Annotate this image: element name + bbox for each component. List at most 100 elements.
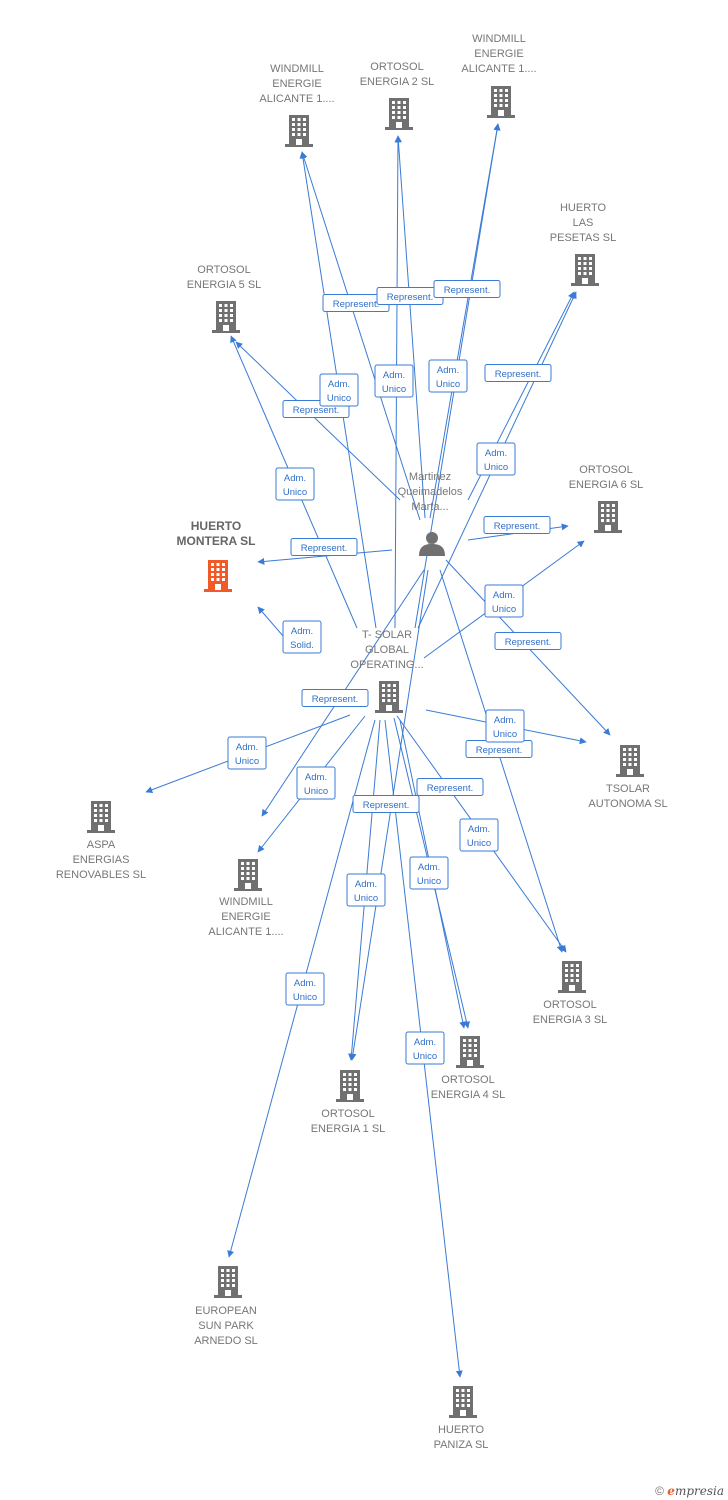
edge-label[interactable]: Represent. <box>301 689 369 707</box>
edge-label[interactable]: Represent. <box>483 516 551 534</box>
copyright-symbol: © <box>655 1484 664 1498</box>
building-icon <box>616 745 644 777</box>
edge-label[interactable]: Represent. <box>290 538 358 556</box>
edge-label[interactable]: Adm.Unico <box>484 584 524 618</box>
node-label: ENERGIA 4 SL <box>431 1089 506 1101</box>
edge-label[interactable]: Adm.Unico <box>275 467 315 501</box>
edge-label-text: Represent. <box>293 405 339 416</box>
edge-label[interactable]: Represent. <box>484 364 552 382</box>
node-label: AUTONOMA SL <box>588 798 667 810</box>
building-icon <box>204 560 232 592</box>
edge-label-box <box>485 709 525 743</box>
edge-label[interactable]: Adm.Unico <box>227 736 267 770</box>
node-tsolar[interactable]: T- SOLARGLOBALOPERATING... <box>350 629 424 713</box>
edge-label-box <box>282 620 322 654</box>
edge-label[interactable]: Represent. <box>465 740 533 758</box>
brand-logo[interactable]: empresia <box>667 1484 724 1498</box>
edge-label-box <box>352 795 420 813</box>
edge-label-text: Adm. <box>468 824 490 835</box>
brand-rest: mpresia <box>674 1484 724 1498</box>
edge-label-text: Solid. <box>290 640 314 651</box>
edge-label-box <box>484 584 524 618</box>
edge-label-box <box>459 818 499 852</box>
node-label: ALICANTE 1.... <box>461 63 536 75</box>
edge-label-text: Represent. <box>476 745 522 756</box>
edge-label-text: Represent. <box>363 800 409 811</box>
edge-label-box <box>374 364 414 398</box>
edge-label-box <box>428 359 468 393</box>
edge-label[interactable]: Adm.Unico <box>319 373 359 407</box>
edge-labels-layer: Represent.Represent.Represent.Represent.… <box>227 280 562 1065</box>
building-icon <box>336 1070 364 1102</box>
edge-label-box <box>416 778 484 796</box>
node-label: Martinez <box>409 471 451 483</box>
node-label: ENERGIA 2 SL <box>360 76 435 88</box>
node-label: EUROPEAN <box>195 1305 257 1317</box>
edge-label-text: Unico <box>436 379 460 390</box>
edge-label-box <box>484 364 552 382</box>
edge-label[interactable]: Adm.Unico <box>459 818 499 852</box>
node-label: ORTOSOL <box>197 264 250 276</box>
node-wm1b[interactable]: WINDMILL ENERGIE ALICANTE 1.... <box>461 33 537 118</box>
edge-label[interactable]: Adm.Unico <box>346 873 386 907</box>
edge-label-text: Unico <box>484 462 508 473</box>
node-label: WINDMILL <box>219 896 273 908</box>
node-label: ASPA <box>87 839 116 851</box>
edge-label[interactable]: Adm.Unico <box>296 766 336 800</box>
node-label: ENERGIE <box>474 48 524 60</box>
edge-label[interactable]: Adm.Solid. <box>282 620 322 654</box>
edge-line-person-ortosol5 <box>235 341 401 501</box>
edge-label-box <box>433 280 501 298</box>
edge-label[interactable]: Adm.Unico <box>409 856 449 890</box>
edge-label[interactable]: Represent. <box>433 280 501 298</box>
edge-line-person-ortosol3 <box>439 569 564 953</box>
building-icon <box>456 1036 484 1068</box>
building-icon <box>571 254 599 286</box>
edge-label-text: Adm. <box>418 862 440 873</box>
building-icon <box>558 961 586 993</box>
edge-label[interactable]: Adm.Unico <box>428 359 468 393</box>
edge-label-text: Unico <box>304 786 328 797</box>
edge-label-box <box>275 467 315 501</box>
edge-label[interactable]: Represent. <box>376 287 444 305</box>
node-label: HUERTO <box>438 1424 484 1436</box>
node-label: ENERGIA 1 SL <box>311 1123 386 1135</box>
edge-label[interactable]: Represent. <box>416 778 484 796</box>
edge-label-text: Adm. <box>494 715 516 726</box>
edge-label-text: Represent. <box>495 369 541 380</box>
edge-label[interactable]: Adm.Unico <box>374 364 414 398</box>
edge-label-text: Unico <box>413 1051 437 1062</box>
edge-label[interactable]: Represent. <box>352 795 420 813</box>
edge-label[interactable]: Adm.Unico <box>405 1031 445 1065</box>
node-label: LAS <box>573 217 594 229</box>
edge-label[interactable]: Adm.Unico <box>485 709 525 743</box>
node-label: WINDMILL <box>270 63 324 75</box>
edge-label[interactable]: Represent. <box>494 632 562 650</box>
edge-label-box <box>483 516 551 534</box>
node-person[interactable]: MartinezQueimadelosMarta... <box>398 471 463 556</box>
node-label: WINDMILL <box>472 33 526 45</box>
node-label: ENERGIA 5 SL <box>187 279 262 291</box>
building-icon <box>87 801 115 833</box>
edge-label[interactable]: Adm.Unico <box>285 972 325 1006</box>
node-ortosol5[interactable]: ORTOSOL ENERGIA 5 SL <box>187 264 262 333</box>
copyright-notice: © empresia <box>655 1484 724 1498</box>
edge-label-text: Represent. <box>505 637 551 648</box>
edge-label-box <box>319 373 359 407</box>
node-label: ENERGIAS <box>73 854 130 866</box>
edge-label[interactable]: Adm.Unico <box>476 442 516 476</box>
